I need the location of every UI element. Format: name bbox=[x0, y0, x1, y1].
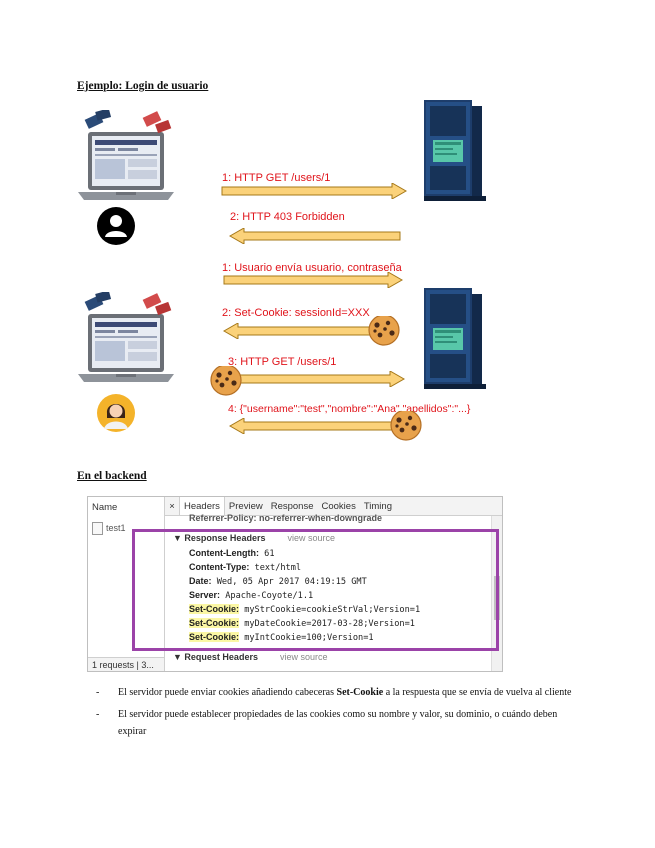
tab-headers[interactable]: Headers bbox=[179, 497, 225, 515]
close-icon[interactable]: × bbox=[169, 501, 175, 512]
cookie-icon-3 bbox=[390, 411, 422, 441]
set-cookie-row: Set-Cookie: myStrCookie=cookieStrVal;Ver… bbox=[189, 604, 421, 615]
json-response-message: 4: {"username":"test","nombre":"Ana","ap… bbox=[228, 403, 471, 415]
woman-avatar-icon bbox=[97, 394, 135, 432]
tab-timing[interactable]: Timing bbox=[363, 501, 392, 512]
set-cookie-message: 2: Set-Cookie: sessionId=XXX bbox=[222, 307, 370, 319]
laptop-illustration bbox=[78, 110, 174, 200]
http-get-message-1: 1: HTTP GET /users/1 bbox=[222, 172, 331, 184]
view-source-link-2[interactable]: view source bbox=[279, 652, 328, 662]
credentials-arrow-right bbox=[223, 272, 404, 288]
laptop-illustration-2 bbox=[78, 292, 174, 382]
tab-cookies[interactable]: Cookies bbox=[321, 501, 356, 512]
status-footer: 1 requests | 3... bbox=[88, 657, 164, 671]
server-icon bbox=[424, 100, 486, 201]
set-cookie-row: Set-Cookie: myIntCookie=100;Version=1 bbox=[189, 632, 374, 643]
cookie-icon bbox=[368, 316, 400, 346]
request-list: Name test1 1 requests | 3... bbox=[88, 497, 165, 671]
response-headers-highlight-box bbox=[132, 529, 499, 651]
header-row: Server: Apache-Coyote/1.1 bbox=[189, 590, 314, 601]
bullet-item: - El servidor puede enviar cookies añadi… bbox=[96, 687, 572, 698]
headers-view: Referrer-Policy: no-referrer-when-downgr… bbox=[165, 513, 492, 671]
tab-preview[interactable]: Preview bbox=[228, 501, 263, 512]
request-name: test1 bbox=[106, 522, 126, 533]
server-icon-2 bbox=[424, 288, 486, 389]
response-headers-label: Response Headers bbox=[184, 533, 266, 543]
header-row: Content-Length: 61 bbox=[189, 548, 275, 559]
user-icon bbox=[97, 207, 135, 245]
bullet-list: - El servidor puede enviar cookies añadi… bbox=[96, 684, 586, 745]
request-headers-label: Request Headers bbox=[184, 652, 258, 662]
name-column-header[interactable]: Name bbox=[92, 502, 118, 513]
backend-heading: En el backend bbox=[77, 470, 147, 482]
set-cookie-arrow-left bbox=[222, 323, 379, 339]
json-response-arrow-left bbox=[228, 418, 393, 434]
file-icon bbox=[92, 522, 103, 535]
second-get-arrow-right bbox=[239, 371, 406, 387]
partial-header-line: Referrer-Policy: no-referrer-when-downgr… bbox=[189, 513, 383, 523]
cookie-icon-2 bbox=[210, 366, 242, 396]
set-cookie-row: Set-Cookie: myDateCookie=2017-03-28;Vers… bbox=[189, 618, 415, 629]
bullet-item: - El servidor puede establecer propiedad… bbox=[96, 709, 558, 737]
header-row: Date: Wed, 05 Apr 2017 04:19:15 GMT bbox=[189, 576, 367, 587]
request-arrow-right bbox=[221, 183, 408, 199]
login-example-heading: Ejemplo: Login de usuario bbox=[77, 80, 209, 92]
request-row[interactable]: test1 bbox=[92, 522, 126, 535]
header-row: Content-Type: text/html bbox=[189, 562, 302, 573]
response-arrow-left bbox=[228, 228, 401, 244]
forbidden-message: 2: HTTP 403 Forbidden bbox=[230, 211, 345, 223]
view-source-link[interactable]: view source bbox=[287, 533, 335, 543]
tab-response[interactable]: Response bbox=[270, 501, 314, 512]
http-get-message-2: 3: HTTP GET /users/1 bbox=[228, 356, 337, 368]
credentials-message: 1: Usuario envía usuario, contraseña bbox=[222, 262, 402, 274]
